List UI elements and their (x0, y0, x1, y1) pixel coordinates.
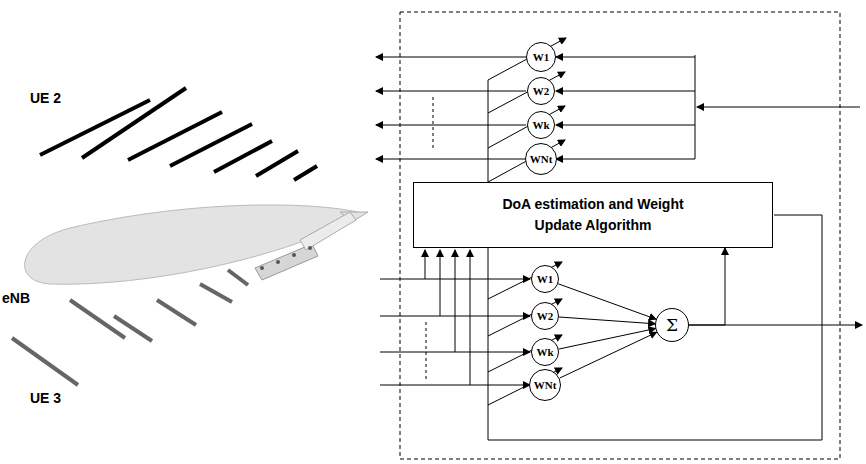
weight-circle: W1 (526, 42, 556, 72)
signal-connector (560, 332, 657, 378)
weight-circle: W2 (527, 77, 555, 105)
antenna-array (255, 212, 356, 280)
device-label: eNB (2, 290, 30, 306)
summer-circle: Σ (655, 308, 689, 342)
weight-circle: W2 (531, 302, 559, 330)
weight-label: W1 (537, 273, 554, 285)
beam-lobe (25, 205, 358, 284)
algorithm-box: DoA estimation and Weight Update Algorit… (413, 182, 773, 248)
weight-label: WNt (530, 153, 553, 165)
weight-label: W1 (533, 51, 550, 63)
weight-circle: WNt (525, 143, 558, 176)
weight-label: Wk (532, 119, 549, 131)
weight-circle: Wk (531, 338, 559, 366)
weight-circle: Wk (527, 111, 555, 139)
weight-label: WNt (534, 379, 557, 391)
signal-connector (689, 248, 725, 325)
signal-connector (559, 329, 656, 350)
weight-circle: WNt (529, 369, 562, 402)
weight-label: W2 (533, 85, 550, 97)
weight-circle: W1 (531, 265, 559, 293)
ue3-wavefronts (12, 270, 248, 385)
weight-label: W2 (537, 310, 554, 322)
signal-connector (559, 317, 655, 324)
rx-wiring (380, 215, 862, 440)
tx-wiring (376, 38, 860, 440)
device-label: UE 2 (30, 90, 61, 106)
sum-symbol: Σ (666, 315, 678, 335)
weight-label: Wk (536, 346, 553, 358)
dashed-enclosure (400, 12, 840, 459)
algorithm-label: DoA estimation and Weight Update Algorit… (488, 194, 698, 236)
ue2-wavefronts (40, 88, 317, 180)
signal-connector (558, 284, 656, 319)
device-label: UE 3 (30, 390, 61, 406)
